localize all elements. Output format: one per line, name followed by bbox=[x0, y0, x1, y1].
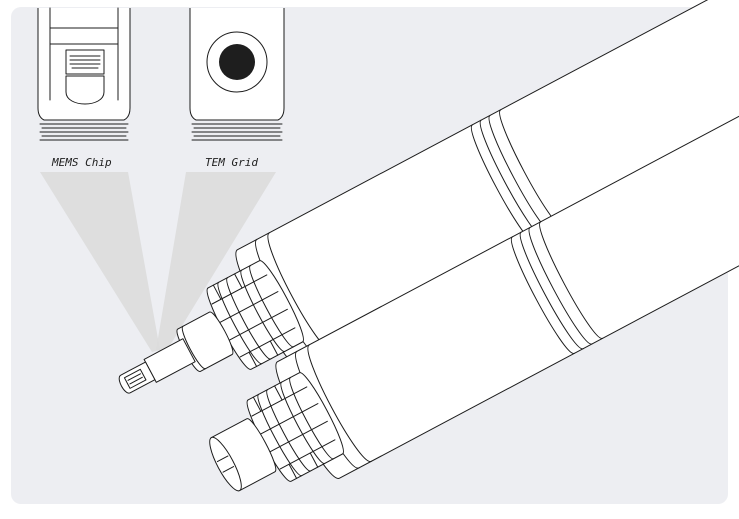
tem-grid-inset bbox=[189, 8, 285, 141]
tem-grid-disc bbox=[219, 44, 255, 80]
mems-chip-inset bbox=[37, 7, 131, 141]
mems-chip-beam bbox=[40, 172, 160, 352]
lower-sample-holder bbox=[209, 90, 739, 492]
tem-grid-label: TEM Grid bbox=[205, 156, 258, 169]
mems-chip-label: MEMS Chip bbox=[51, 156, 112, 169]
tem-grid-beam bbox=[156, 172, 276, 352]
